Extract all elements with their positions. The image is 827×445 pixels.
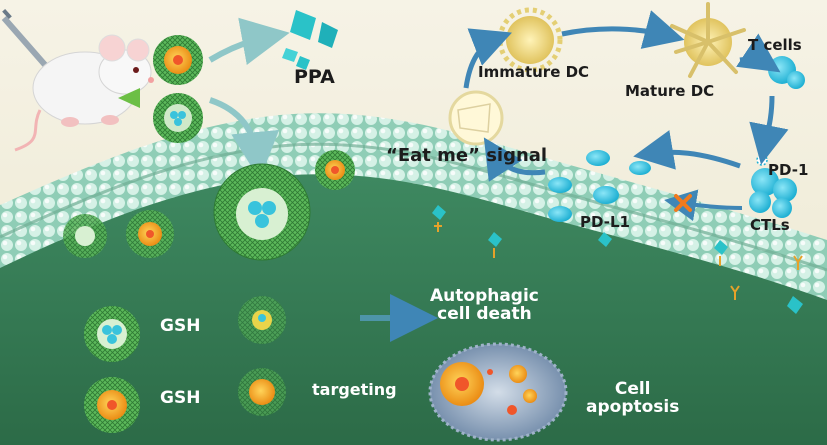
t-cells-label: T cells xyxy=(748,36,802,54)
ppa-label: PPA xyxy=(294,66,335,88)
ctls-label: CTLs xyxy=(750,216,790,234)
pd1-label: PD-1 xyxy=(768,161,809,179)
block-x-icon xyxy=(674,194,692,212)
eat-me-signal-label: “Eat me” signal xyxy=(386,145,548,166)
cell-apoptosis-label: Cell apoptosis xyxy=(586,379,680,417)
ctl-cluster-icon xyxy=(749,154,797,218)
degrading-nanoparticles xyxy=(63,210,174,258)
arrow-to-membrane xyxy=(209,97,280,180)
large-nanoparticle xyxy=(213,163,311,261)
injected-nanoparticles xyxy=(153,35,203,143)
arrow-to-ppa xyxy=(208,17,290,65)
pdl1-label: PD-L1 xyxy=(580,213,630,231)
dying-cell-icon xyxy=(448,90,504,146)
autophagic-line2: cell death xyxy=(437,303,532,324)
mouse-icon xyxy=(14,34,154,152)
gsh-top-label: GSH xyxy=(160,316,201,336)
autophagic-line1: Autophagic xyxy=(430,286,539,306)
autophagic-cell-death-label: Autophagic cell death xyxy=(430,286,539,324)
gsh-top-particles xyxy=(84,296,286,362)
injection-arrow xyxy=(118,88,140,108)
apoptotic-cell-icon xyxy=(428,342,568,442)
apoptosis-line2: apoptosis xyxy=(586,396,680,417)
gsh-bottom-particles xyxy=(84,368,286,433)
gsh-bottom-label: GSH xyxy=(160,388,201,408)
mature-dc-label: Mature DC xyxy=(625,82,715,100)
immature-dc-label: Immature DC xyxy=(478,63,590,81)
targeting-label: targeting xyxy=(312,380,397,399)
apoptosis-line1: Cell xyxy=(614,379,651,399)
immature-dc-icon xyxy=(497,7,563,73)
ppa-crystal-icon xyxy=(282,10,338,70)
small-nanoparticle xyxy=(315,150,355,190)
immune-cycle-arrows xyxy=(463,10,789,222)
pdl1-receptors xyxy=(432,205,803,314)
bilayer-midline xyxy=(0,142,827,272)
